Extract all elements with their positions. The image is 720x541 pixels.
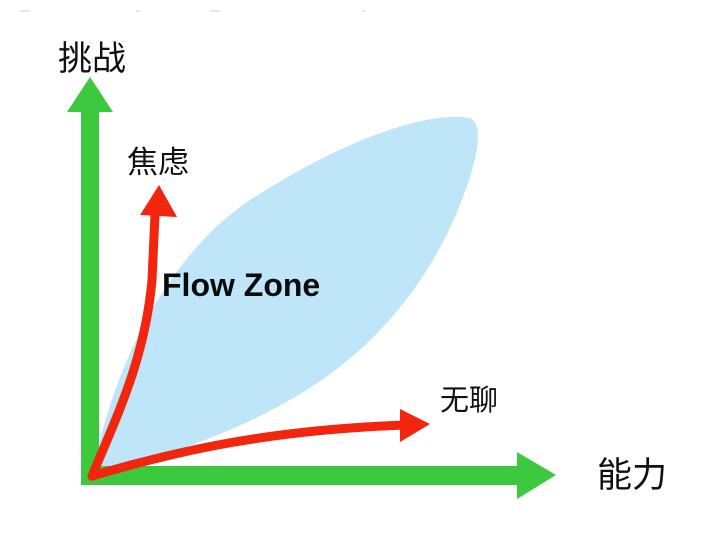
flow-zone-label: Flow Zone — [162, 267, 320, 303]
boredom-label: 无聊 — [440, 383, 498, 417]
flow-zone-region — [92, 116, 479, 476]
x-axis-arrow — [81, 452, 556, 499]
anxiety-arrow — [87, 185, 177, 481]
y-axis-arrow — [67, 77, 113, 485]
boredom-arrow — [87, 409, 430, 481]
x-axis-label: 能力 — [597, 456, 667, 496]
top-artifacts — [20, 10, 365, 12]
y-axis-label: 挑战 — [58, 39, 126, 79]
anxiety-label: 焦虑 — [127, 145, 189, 181]
